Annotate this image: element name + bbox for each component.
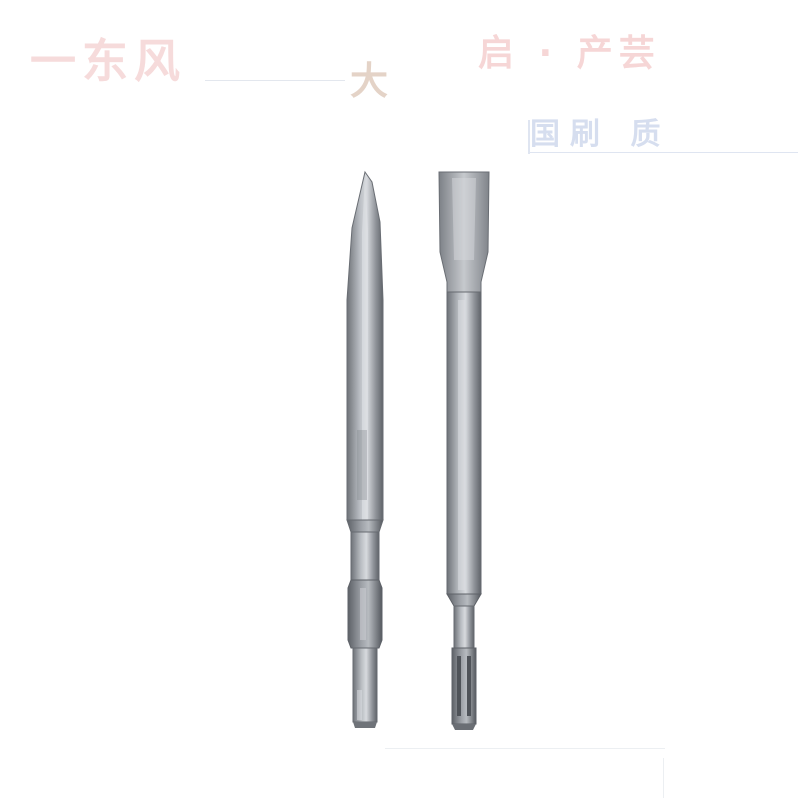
- watermark-text-sub: 国刷 质: [530, 117, 671, 152]
- watermark-text-left: 一东风: [30, 34, 186, 88]
- watermark-text-right: 启 · 产芸: [478, 33, 661, 74]
- watermark-rule: [663, 758, 664, 798]
- watermark-text-center: 大: [350, 59, 395, 103]
- watermark-rule: [528, 152, 798, 153]
- watermark-rule: [385, 748, 665, 749]
- pointed-chisel: [346, 170, 384, 728]
- watermark-rule: [528, 120, 530, 154]
- watermark-rule: [205, 80, 345, 81]
- flat-chisel: [438, 171, 490, 730]
